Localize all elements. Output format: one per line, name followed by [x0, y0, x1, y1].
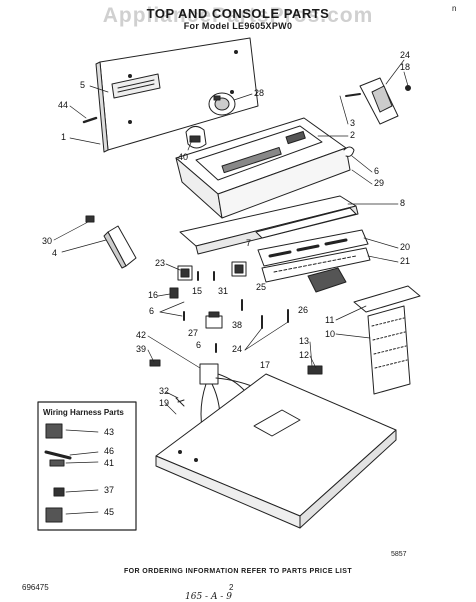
small-screws	[183, 271, 289, 353]
callout-6-top: 6	[374, 166, 379, 176]
callout-38: 38	[232, 320, 242, 330]
console-top	[175, 117, 351, 219]
callout-18: 18	[400, 62, 410, 72]
wiring-harness-inset	[37, 401, 137, 531]
callout-25: 23	[155, 258, 165, 268]
harness-callout-46: 46	[104, 446, 114, 456]
ordering-note: FOR ORDERING INFORMATION REFER TO PARTS …	[123, 568, 353, 575]
callout-17: 16	[148, 290, 158, 300]
callout-26: 26	[298, 305, 308, 315]
callout-31: 30	[42, 236, 52, 246]
callout-19: 19	[159, 398, 169, 408]
bracket-assembly	[345, 77, 411, 125]
harness-callout-45: 45	[104, 507, 114, 517]
diagram-title: TOP AND CONSOLE PARTS	[146, 6, 330, 21]
callout-6-mid: 6	[149, 306, 154, 316]
callout-20: 20	[400, 242, 410, 252]
callout-21: 21	[400, 256, 410, 266]
switch-assembly	[185, 126, 207, 149]
display-board-20	[257, 229, 369, 267]
harness-callout-37: 37	[104, 485, 114, 495]
end-cap	[103, 225, 137, 269]
callout-30: 32	[159, 386, 169, 396]
harness-callouts: 43 46 41 37 45	[104, 427, 114, 517]
callout-13: 13	[299, 336, 309, 346]
callout-6-low: 6	[196, 340, 201, 350]
callout-16: 17	[260, 360, 270, 370]
screw-44	[82, 116, 98, 124]
callout-3: 3	[350, 118, 355, 128]
callout-10: 10	[325, 329, 335, 339]
switch-25	[177, 265, 193, 281]
callout-40: 40	[178, 152, 188, 162]
switch-27	[231, 261, 247, 277]
model-subtitle: For Model LE9605XPW0	[183, 21, 293, 31]
connector-39	[149, 359, 161, 367]
handwritten-note: 165 - A - 9	[185, 592, 232, 602]
console-glass	[255, 207, 357, 239]
callout-labels: 5 44 1 28 40 24 18 3 2 6 29 8 20 21 30 4…	[42, 50, 410, 408]
leader-lines	[53, 59, 409, 415]
callout-1: 1	[61, 132, 66, 142]
callout-27: 25	[256, 282, 266, 292]
callout-28: 28	[254, 88, 264, 98]
keypad-26	[307, 267, 347, 293]
callout-22: 24	[400, 50, 410, 60]
panel-label-plate	[111, 73, 161, 99]
watermark: AppliancePartsPros.com	[102, 4, 374, 27]
callout-32: 31	[218, 286, 228, 296]
document-number: 696475	[22, 583, 49, 592]
callout-4: 4	[52, 248, 57, 258]
screw-31	[85, 215, 95, 223]
callout-7: 7	[246, 238, 251, 248]
display-board-21	[261, 247, 371, 283]
callout-8: 8	[400, 198, 405, 208]
callout-23: 27	[188, 328, 198, 338]
callout-12: 12	[299, 350, 309, 360]
callout-2: 2	[350, 130, 355, 140]
corner-code: n	[452, 4, 457, 13]
callout-44: 44	[58, 100, 68, 110]
knob-17	[169, 287, 179, 299]
dryer-top	[155, 373, 397, 529]
clip-29	[343, 146, 355, 157]
wiring-harness-title: Wiring Harness Parts	[43, 408, 124, 417]
callout-24: 24	[232, 344, 242, 354]
callout-29: 29	[374, 178, 384, 188]
page-number: 2	[229, 583, 234, 592]
callout-39: 39	[136, 344, 146, 354]
harness-callout-43: 43	[104, 427, 114, 437]
callout-11: 11	[325, 315, 334, 325]
control-panel-back	[95, 37, 259, 153]
callout-15: 15	[192, 286, 202, 296]
harness-callout-41: 41	[104, 458, 114, 468]
console-side-panel	[353, 285, 421, 395]
callout-5: 5	[80, 80, 85, 90]
buzzer-23	[205, 311, 223, 329]
drawing-code: 5857	[391, 551, 407, 558]
timer-motor	[208, 92, 236, 116]
callout-42: 42	[136, 330, 146, 340]
